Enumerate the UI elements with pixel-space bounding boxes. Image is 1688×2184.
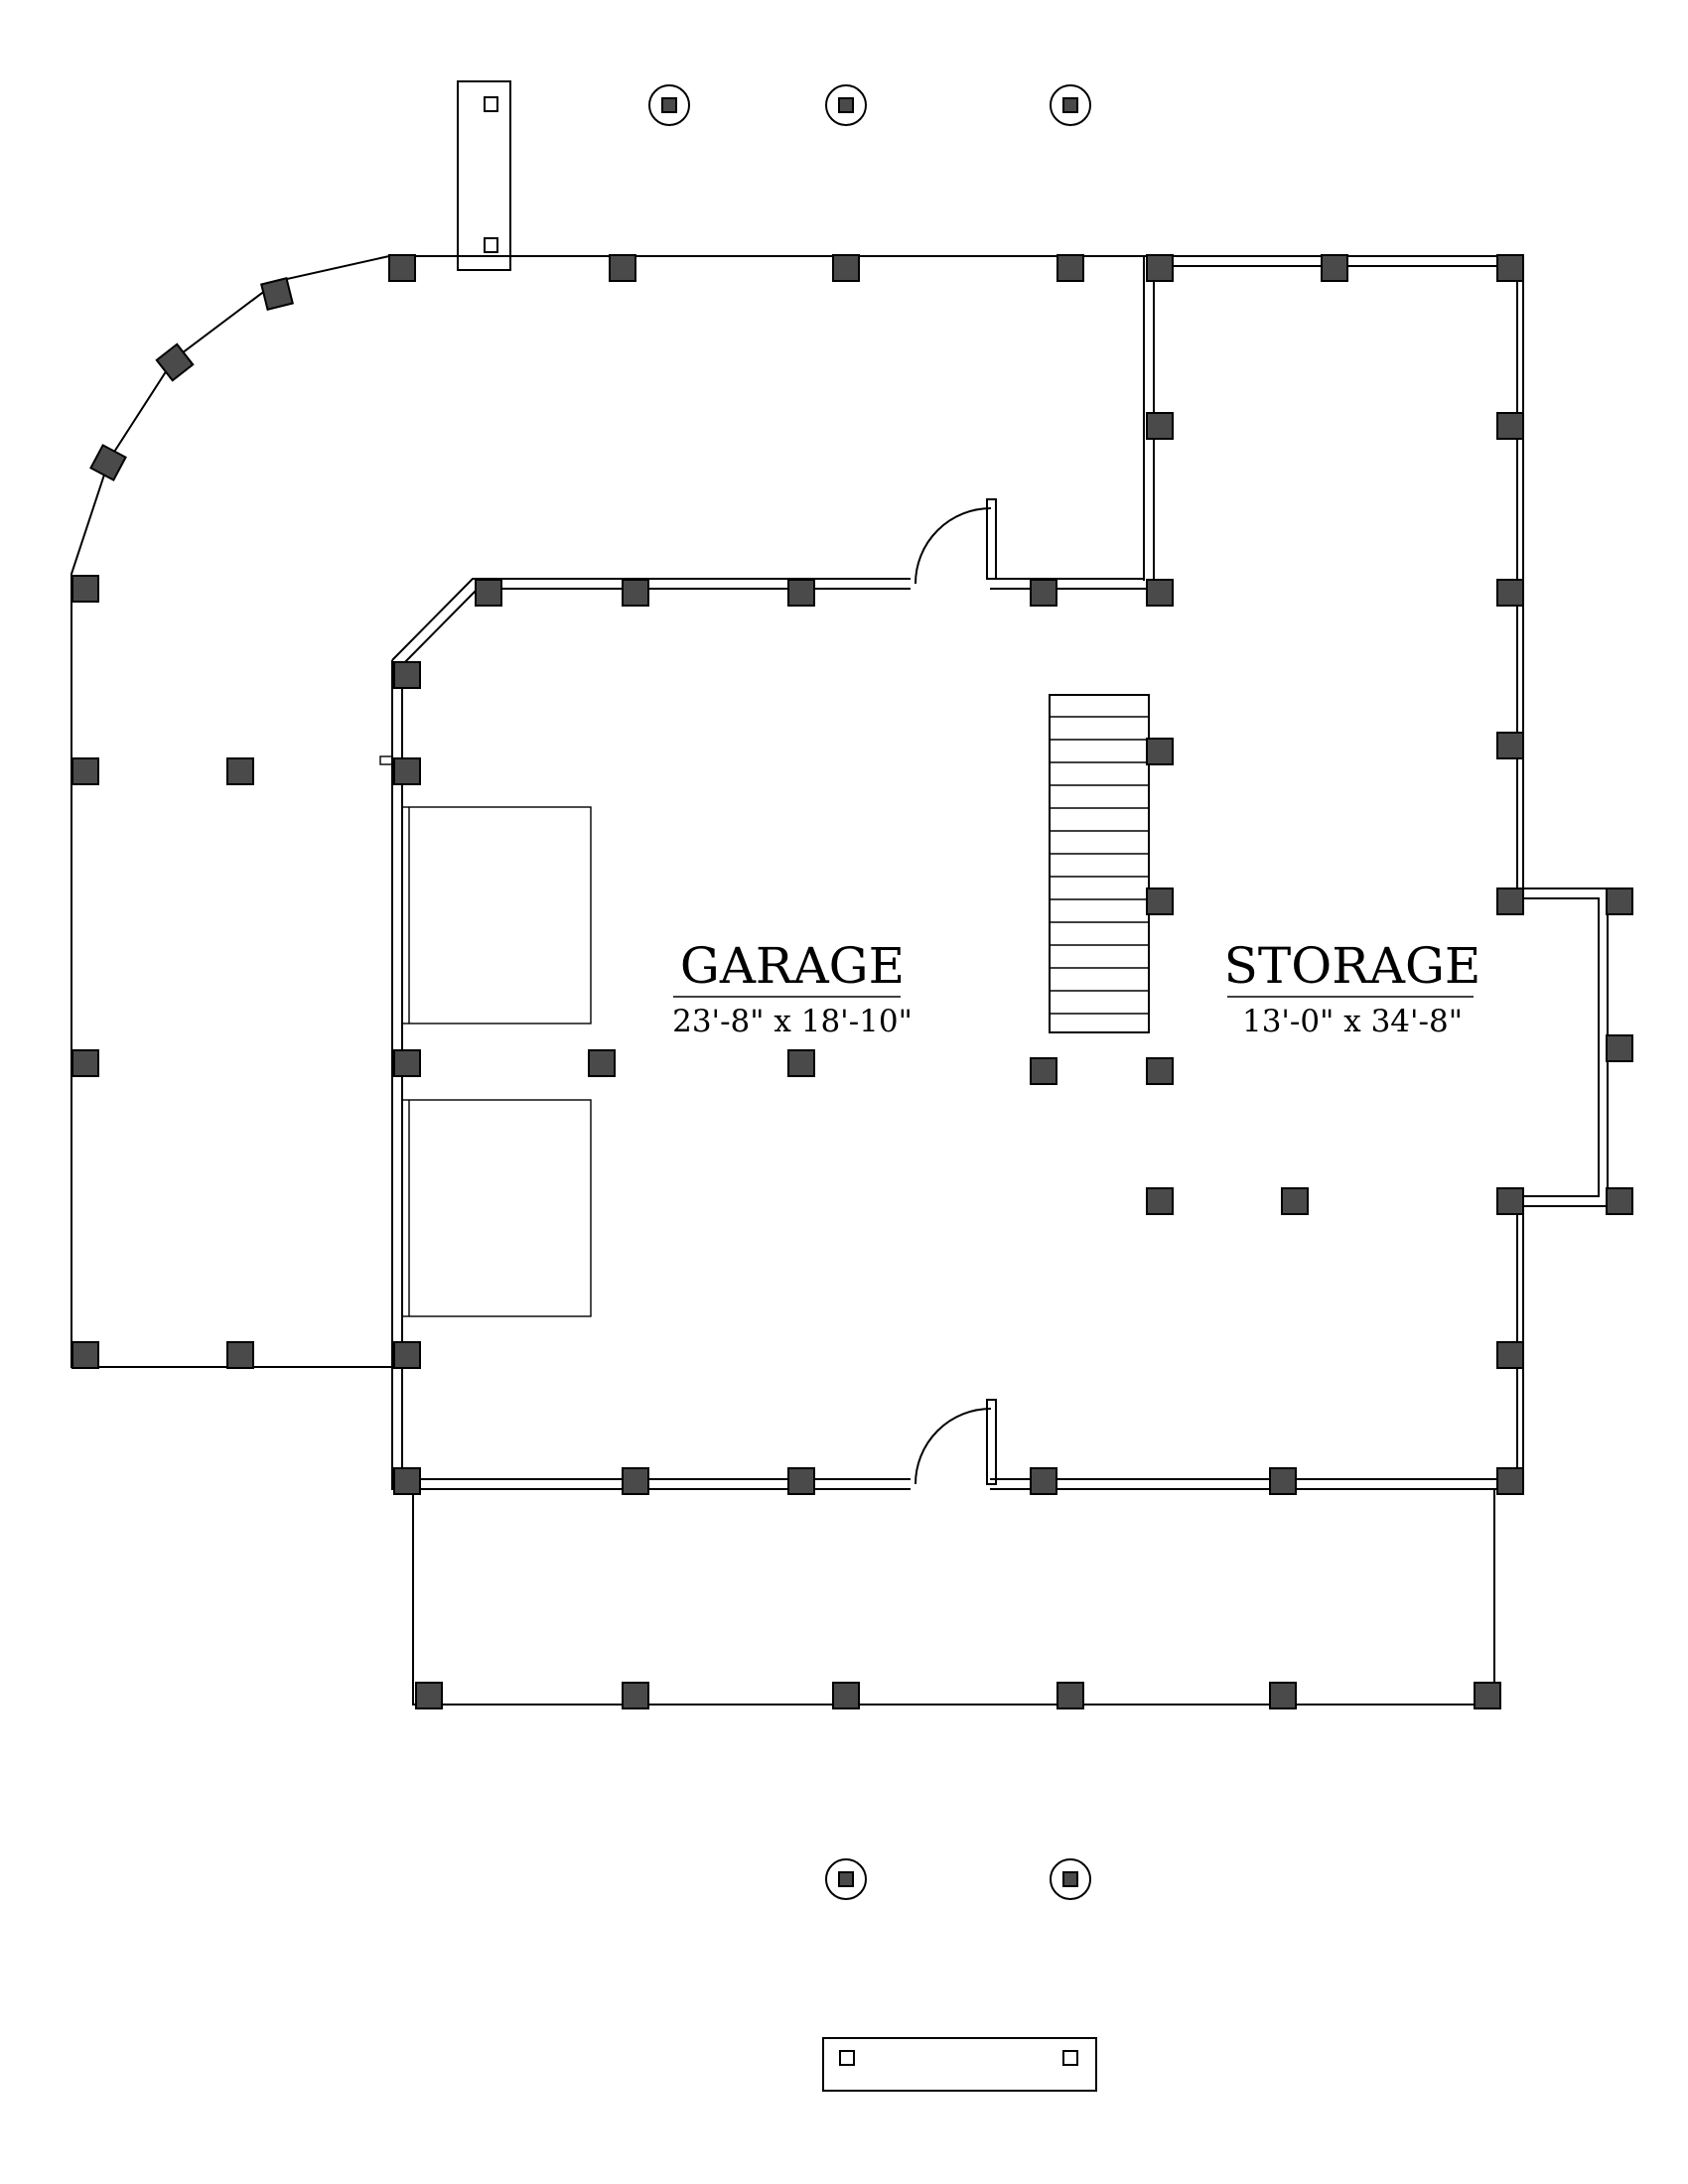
pier	[832, 254, 860, 282]
front-porch-outline	[412, 1489, 1495, 1706]
pier	[1269, 1467, 1297, 1495]
pier	[1496, 1341, 1524, 1369]
pier	[393, 1341, 421, 1369]
pier	[1146, 579, 1174, 607]
pier	[1321, 254, 1348, 282]
piers	[71, 254, 1633, 1709]
pier	[71, 575, 99, 603]
pier	[1496, 887, 1524, 915]
door-top	[914, 498, 997, 585]
pier	[155, 342, 195, 382]
pier	[1030, 579, 1057, 607]
pier	[71, 1341, 99, 1369]
pier	[787, 1049, 815, 1077]
pier	[832, 1682, 860, 1709]
pier	[226, 757, 254, 785]
round-column	[648, 84, 690, 126]
pier	[622, 579, 649, 607]
pier	[1606, 1187, 1633, 1215]
pier	[393, 757, 421, 785]
pier	[1146, 738, 1174, 765]
pier	[622, 1682, 649, 1709]
top-chimney	[457, 80, 511, 271]
pier	[622, 1467, 649, 1495]
pier	[388, 254, 416, 282]
pier	[1606, 887, 1633, 915]
pier	[1146, 1057, 1174, 1085]
pier	[1496, 732, 1524, 759]
pier	[1146, 887, 1174, 915]
pier	[393, 661, 421, 689]
pier	[1606, 1034, 1633, 1062]
pier	[226, 1341, 254, 1369]
pier	[415, 1682, 443, 1709]
pier	[1496, 1187, 1524, 1215]
wall-notch	[379, 755, 393, 765]
pier	[787, 579, 815, 607]
garage-label: GARAGE 23'-8" x 18'-10"	[672, 937, 913, 1039]
pier	[1146, 412, 1174, 440]
storage-dimensions: 13'-0" x 34'-8"	[1242, 1004, 1463, 1039]
pier	[787, 1467, 815, 1495]
round-column	[1050, 84, 1091, 126]
pier	[1496, 254, 1524, 282]
curved-porch-piers	[89, 277, 294, 481]
pier	[1146, 254, 1174, 282]
staircase	[1049, 694, 1150, 1033]
pier	[393, 1467, 421, 1495]
storage-label: STORAGE 13'-0" x 34'-8"	[1224, 937, 1481, 1039]
garage-room-name: GARAGE	[680, 937, 905, 995]
bottom-chimney	[822, 2037, 1097, 2092]
pier	[1056, 254, 1084, 282]
storage-room-name: STORAGE	[1224, 937, 1481, 995]
storage-walls	[1143, 256, 1609, 1489]
pier	[588, 1049, 616, 1077]
pier	[1030, 1057, 1057, 1085]
round-column	[825, 1858, 867, 1900]
door-bottom	[914, 1399, 997, 1485]
pier	[1496, 412, 1524, 440]
pier	[71, 757, 99, 785]
garage-opening-upper	[401, 806, 592, 1024]
garage-opening-lower	[401, 1099, 592, 1317]
pier	[1269, 1682, 1297, 1709]
round-column	[1050, 1858, 1091, 1900]
pier	[1474, 1682, 1501, 1709]
pier	[1030, 1467, 1057, 1495]
pier	[71, 1049, 99, 1077]
round-column	[825, 84, 867, 126]
pier	[609, 254, 636, 282]
pier	[393, 1049, 421, 1077]
pier	[1496, 579, 1524, 607]
garage-dimensions: 23'-8" x 18'-10"	[672, 1004, 913, 1039]
pier	[89, 444, 127, 481]
round-columns	[648, 84, 1091, 1900]
pier	[1281, 1187, 1309, 1215]
pier	[1146, 1187, 1174, 1215]
pier	[260, 277, 294, 311]
pier	[1056, 1682, 1084, 1709]
pier	[475, 579, 502, 607]
pier	[1496, 1467, 1524, 1495]
